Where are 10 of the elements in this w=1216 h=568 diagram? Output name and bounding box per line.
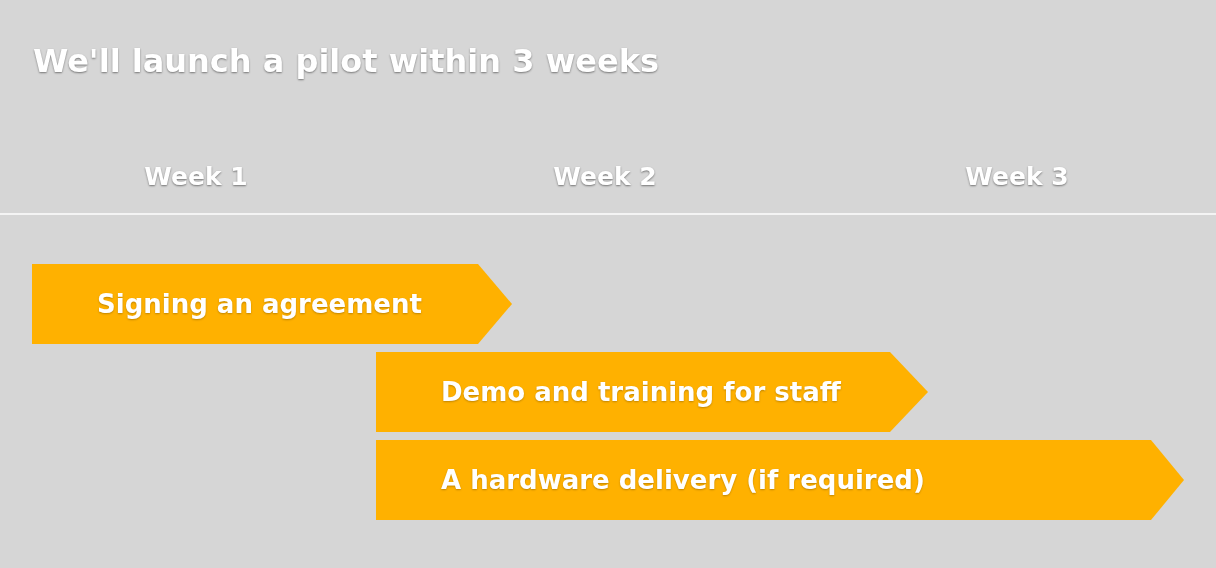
task-label: A hardware delivery (if required)	[441, 464, 925, 497]
task-label: Signing an agreement	[97, 288, 422, 321]
task-bar	[376, 440, 1184, 520]
title: We'll launch a pilot within 3 weeks	[33, 41, 659, 82]
task-bar	[376, 352, 928, 432]
week-label: Week 2	[553, 161, 657, 193]
week-label: Week 1	[144, 161, 248, 193]
task-label: Demo and training for staff	[441, 376, 841, 409]
task-bar	[32, 264, 512, 344]
week-label: Week 3	[965, 161, 1069, 193]
